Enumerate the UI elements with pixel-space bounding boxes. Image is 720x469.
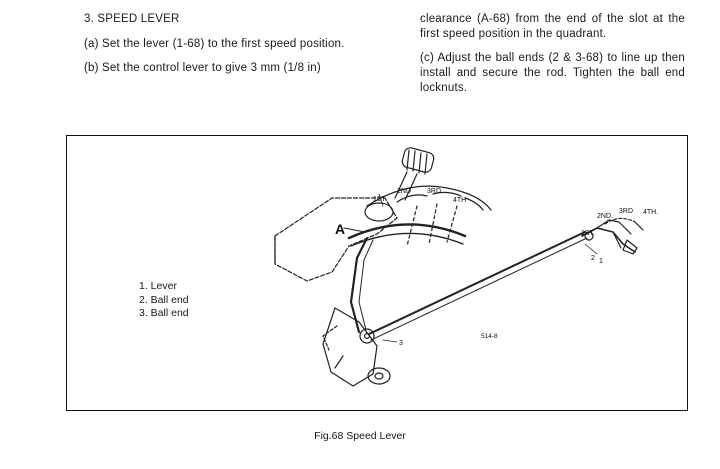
clearance-a-leader (343, 227, 366, 233)
gear-label-right-4th: 4TH. (643, 209, 658, 216)
connecting-rod (368, 231, 588, 341)
quadrant-plate (364, 185, 492, 247)
selector-lever (349, 236, 369, 334)
figure-frame: A 1ST. 2ND 3RD 4TH 1ST. 2ND. 3RD 4TH. 1 … (66, 135, 688, 411)
gear-label-left-3rd: 3RD (427, 188, 441, 195)
legend-item-ball-end-3: 3. Ball end (139, 307, 189, 319)
lower-pivot-assembly (322, 307, 391, 387)
callout-3: 3 (399, 340, 403, 347)
gear-label-right-1st: 1ST. (581, 230, 595, 237)
gear-knob-illustration (394, 147, 435, 201)
control-lever-assembly (581, 217, 644, 255)
gear-label-right-3rd: 3RD (619, 208, 633, 215)
clearance-a-label: A (335, 221, 345, 237)
legend-item-lever: 1. Lever (139, 280, 177, 292)
step-c-text: (c) Adjust the ball ends (2 & 3-68) to l… (420, 52, 685, 94)
section-heading: 3. SPEED LEVER (84, 13, 180, 25)
reference-code: 514-8 (481, 333, 498, 340)
speed-lever-illustration: A 1ST. 2ND 3RD 4TH 1ST. 2ND. 3RD 4TH. 1 … (274, 147, 658, 387)
left-text-column: 3. SPEED LEVER (a) Set the lever (1-68) … (84, 12, 366, 85)
gear-label-left-4th: 4TH (453, 197, 466, 204)
gear-label-left-2nd: 2ND (397, 188, 411, 195)
gear-label-right-2nd: 2ND. (597, 213, 613, 220)
selector-arc (347, 223, 467, 240)
callout-1: 1 (599, 258, 603, 265)
figure-caption: Fig.68 Speed Lever (314, 430, 406, 442)
legend-item-ball-end-2: 2. Ball end (139, 293, 189, 306)
callout-2: 2 (591, 255, 595, 262)
gear-label-left-1st: 1ST. (373, 196, 387, 203)
figure-legend: 1. Lever 2. Ball end 3. Ball end (139, 280, 189, 321)
step-b-text: (b) Set the control lever to give 3 mm (… (84, 62, 321, 74)
step-b-continuation-text: clearance (A-68) from the end of the slo… (420, 13, 685, 40)
right-text-column: clearance (A-68) from the end of the slo… (420, 12, 685, 105)
step-a-text: (a) Set the lever (1-68) to the first sp… (84, 38, 345, 50)
gearbox-housing-outline (274, 197, 398, 282)
